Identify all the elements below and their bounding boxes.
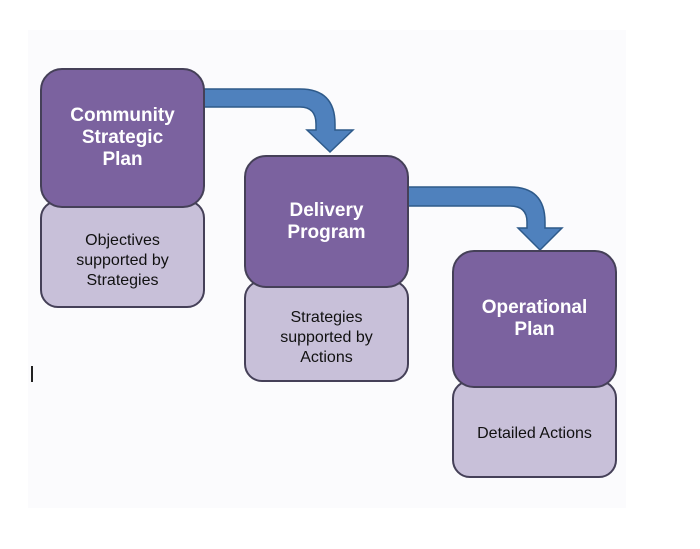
stage-2-title-box: Delivery Program	[244, 155, 409, 288]
stage-2-title: Delivery Program	[287, 199, 366, 243]
stage-2-detail-box: Strategies supported by Actions	[244, 280, 409, 382]
arrow-2	[407, 186, 564, 252]
stage-3-detail: Detailed Actions	[477, 425, 592, 442]
stage-3-title: Operational Plan	[481, 297, 588, 340]
stage-1-title: Community Strategic Plan	[70, 105, 175, 170]
stage-2-detail: Strategies supported by Actions	[280, 309, 373, 366]
stage-3-detail-box: Detailed Actions	[452, 380, 617, 478]
stage-1-title-box: Community Strategic Plan	[40, 68, 205, 208]
stage-3-title-box: Operational Plan	[452, 250, 617, 388]
arrow-1	[203, 88, 355, 154]
stage-1-detail-box: Objectives supported by Strategies	[40, 200, 205, 308]
stage-1-detail: Objectives supported by Strategies	[76, 232, 169, 289]
text-cursor	[31, 366, 33, 382]
